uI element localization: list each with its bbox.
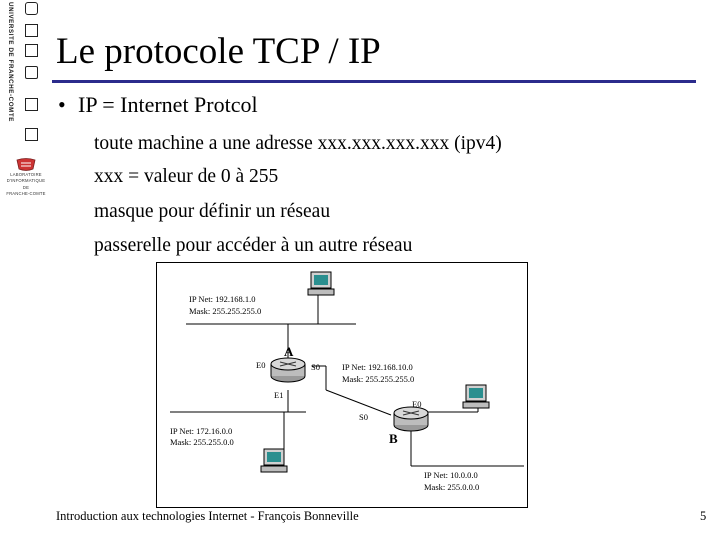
- slide-title: Le protocole TCP / IP: [56, 31, 381, 72]
- university-icon-column: [22, 0, 44, 150]
- footer-text: Introduction aux technologies Internet -…: [56, 509, 359, 523]
- computer-icon: [260, 448, 288, 473]
- lab-logo: LABORATOIRE D'INFORMATIQUE DE FRANCHE-CO…: [3, 158, 49, 216]
- building-icon: [25, 2, 38, 15]
- lab-line: LABORATOIRE: [10, 172, 42, 177]
- port-label: S0: [311, 362, 320, 372]
- net1-ip-label: IP Net: 192.168.1.0: [189, 294, 256, 304]
- net3-mask-label: Mask: 255.255.0.0: [170, 437, 234, 447]
- lab-logo-mark-icon: [16, 158, 36, 171]
- page-number: 5: [700, 509, 707, 523]
- book-icon: [25, 98, 38, 111]
- sub-item: toute machine a une adresse xxx.xxx.xxx.…: [94, 133, 502, 154]
- lab-line: D'INFORMATIQUE: [6, 178, 46, 184]
- bullet-text: IP = Internet Protcol: [78, 92, 258, 117]
- network-links: [170, 294, 524, 467]
- university-band: UNIVERSITE DE FRANCHE-COMTE: [0, 0, 16, 158]
- router-a-icon: [270, 357, 306, 383]
- university-name: UNIVERSITE DE FRANCHE-COMTE: [7, 2, 14, 123]
- serial-link-ab: [325, 389, 392, 416]
- computer-icon: [307, 271, 335, 296]
- net2-ip-label: IP Net: 192.168.10.0: [342, 362, 413, 372]
- pen-icon: [25, 24, 38, 37]
- net4-ip-label: IP Net: 10.0.0.0: [424, 470, 478, 480]
- router-b-label: B: [389, 431, 398, 446]
- network-diagram: IP Net: 192.168.1.0 Mask: 255.255.255.0 …: [156, 262, 528, 508]
- bracket-icon: [25, 66, 38, 79]
- lab-line: DE: [22, 184, 30, 190]
- port-label: E0: [256, 360, 265, 370]
- port-label: E1: [274, 390, 283, 400]
- title-underline: [52, 80, 696, 83]
- net2-mask-label: Mask: 255.255.255.0: [342, 374, 414, 384]
- lab-line: FRANCHE-COMTE: [6, 190, 46, 196]
- port-label: S0: [359, 412, 368, 422]
- square-icon: [25, 44, 38, 57]
- net3-ip-label: IP Net: 172.16.0.0: [170, 426, 232, 436]
- net1-mask-label: Mask: 255.255.255.0: [189, 306, 261, 316]
- sub-item: passerelle pour accéder à un autre résea…: [94, 235, 413, 256]
- router-a-label: A: [284, 344, 294, 359]
- computer-icon: [462, 384, 490, 409]
- bullet-marker: •: [58, 92, 66, 117]
- grid-icon: [25, 128, 38, 141]
- sub-item: xxx = valeur de 0 à 255: [94, 166, 279, 187]
- sub-item: masque pour définir un réseau: [94, 201, 331, 222]
- net4-mask-label: Mask: 255.0.0.0: [424, 482, 479, 492]
- port-label: E0: [412, 399, 421, 409]
- router-b-icon: [393, 406, 429, 432]
